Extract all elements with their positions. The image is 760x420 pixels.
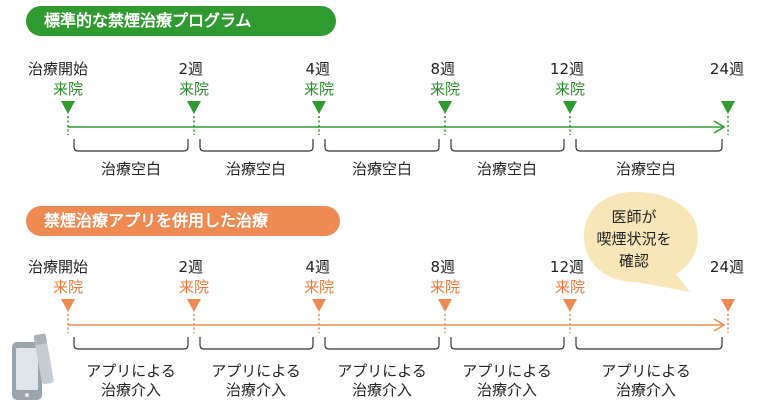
app-segment-bracket	[73, 337, 189, 350]
app-intervention-line: 治療介入	[615, 381, 676, 399]
standard-week-label: 24週	[709, 60, 744, 78]
app-visit-label: 来院	[178, 278, 210, 296]
speech-bubble-text: 医師が 喫煙状況を 確認	[588, 206, 680, 272]
app-intervention-line: アプリによる	[211, 362, 301, 380]
standard-visit-label: 来院	[178, 80, 210, 98]
app-visit-label: 来院	[303, 278, 335, 296]
standard-timeline-arrowhead	[713, 120, 726, 134]
standard-week-label: 2週	[178, 60, 203, 78]
standard-segment-bracket	[450, 139, 565, 152]
standard-visit-label: 来院	[554, 80, 586, 98]
standard-program-title: 標準的な禁煙治療プログラム	[26, 6, 336, 36]
standard-gap-label: 治療空白	[100, 160, 162, 178]
app-visit-markers	[61, 299, 735, 333]
app-intervention-line: 治療介入	[476, 381, 537, 399]
standard-visit-label: 来院	[429, 80, 461, 98]
app-intervention-line: 治療介入	[100, 381, 161, 399]
app-week-label: 4週	[305, 258, 330, 276]
app-visit-marker	[312, 299, 326, 312]
app-intervention-label: アプリによる 治療介入	[601, 362, 691, 400]
standard-visit-marker	[563, 101, 577, 114]
cigarette-icon	[33, 333, 54, 385]
app-intervention-line: アプリによる	[462, 362, 552, 380]
standard-segment-bracket	[575, 139, 723, 152]
standard-week-label: 4週	[305, 60, 330, 78]
standard-gap-brackets	[73, 139, 723, 152]
standard-visit-label: 来院	[52, 80, 84, 98]
standard-visit-marker	[187, 101, 201, 114]
speech-bubble	[584, 192, 698, 292]
standard-week-label: 8週	[430, 60, 455, 78]
standard-segment-bracket	[199, 139, 314, 152]
speech-bubble-line: 喫煙状況を	[596, 230, 672, 248]
standard-segment-bracket	[73, 139, 189, 152]
standard-gap-label: 治療空白	[476, 160, 538, 178]
standard-visit-marker	[721, 101, 735, 114]
app-start-label: 治療開始	[28, 258, 89, 276]
app-week-label: 24週	[709, 258, 744, 276]
app-intervention-label: アプリによる 治療介入	[337, 362, 427, 400]
standard-gap-label: 治療空白	[351, 160, 413, 178]
app-visit-marker	[563, 299, 577, 312]
standard-visit-marker	[312, 101, 326, 114]
app-visit-marker	[438, 299, 452, 312]
app-week-label: 12週	[549, 258, 584, 276]
standard-segment-bracket	[324, 139, 440, 152]
standard-gap-label: 治療空白	[225, 160, 287, 178]
app-segment-bracket	[575, 337, 723, 350]
speech-bubble-shape	[584, 192, 698, 292]
app-week-label: 2週	[178, 258, 203, 276]
standard-week-label: 12週	[549, 60, 584, 78]
standard-gap-label: 治療空白	[615, 160, 677, 178]
standard-visit-markers	[61, 101, 735, 135]
app-intervention-brackets	[73, 337, 723, 350]
app-segment-bracket	[450, 337, 565, 350]
app-program-title: 禁煙治療アプリを併用した治療	[26, 206, 340, 236]
standard-start-label: 治療開始	[28, 60, 89, 78]
app-intervention-line: 治療介入	[351, 381, 412, 399]
app-visit-marker	[61, 299, 75, 312]
app-intervention-line: 治療介入	[225, 381, 286, 399]
app-week-label: 8週	[430, 258, 455, 276]
app-intervention-line: アプリによる	[337, 362, 427, 380]
app-visit-label: 来院	[429, 278, 461, 296]
app-intervention-label: アプリによる 治療介入	[211, 362, 301, 400]
app-intervention-line: アプリによる	[601, 362, 691, 380]
app-intervention-label: アプリによる 治療介入	[462, 362, 552, 400]
app-intervention-label: アプリによる 治療介入	[86, 362, 176, 400]
app-timeline-arrowhead	[713, 318, 726, 332]
speech-bubble-line: 医師が	[611, 208, 657, 226]
standard-visit-marker	[438, 101, 452, 114]
speech-bubble-line: 確認	[618, 252, 649, 270]
app-segment-bracket	[324, 337, 440, 350]
app-visit-label: 来院	[52, 278, 84, 296]
app-visit-label: 来院	[554, 278, 586, 296]
app-visit-marker	[721, 299, 735, 312]
smartphone-icon	[12, 342, 42, 400]
standard-visit-label: 来院	[303, 80, 335, 98]
app-segment-bracket	[199, 337, 314, 350]
standard-visit-marker	[61, 101, 75, 114]
app-intervention-line: アプリによる	[86, 362, 176, 380]
app-visit-marker	[187, 299, 201, 312]
